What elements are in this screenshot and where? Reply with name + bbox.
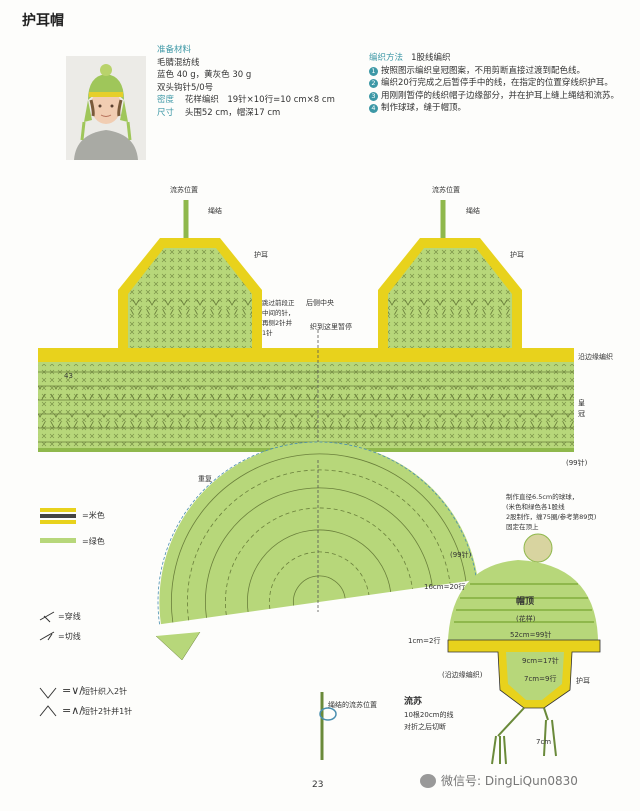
- method-heading: 编织方法: [369, 53, 404, 63]
- legend-cut: =切线: [58, 632, 81, 641]
- skip-note-line: 再侧2针并: [262, 319, 293, 327]
- earflap-right: [378, 200, 522, 348]
- tassel-pos-right: 流苏位置: [432, 186, 460, 194]
- tassel-knot-illustration: [319, 692, 337, 760]
- pompom-line: 制作直径6.5cm的球球，: [506, 493, 579, 501]
- earflap-left: [118, 200, 262, 348]
- hat-depth: 16cm=20行: [424, 583, 466, 591]
- row-43: 43: [64, 372, 73, 380]
- page-number: 23: [312, 780, 324, 790]
- back-center-label: 后侧中央: [306, 299, 334, 307]
- edge-knit-label: 沿边缘编织: [578, 353, 613, 361]
- hat-pattern: (花样): [516, 615, 536, 623]
- crown-label-char: 皇: [578, 399, 585, 407]
- step-text: 用刚刚暂停的线织帽子边缘部分，并在护耳上缝上绳结和流苏。: [381, 90, 620, 101]
- step-number: 2: [369, 79, 378, 89]
- step-number: 4: [369, 104, 378, 114]
- watermark-text: 微信号: DingLiQun0830: [441, 774, 578, 788]
- legend-green: =绿色: [82, 537, 105, 546]
- hat-flap-h: 7cm=9行: [524, 675, 557, 683]
- tassel-heading: 流苏: [404, 697, 423, 707]
- pompom-line: 2股制作，缠75圈/参考第89页): [506, 513, 597, 521]
- legend-beige: =米色: [82, 511, 105, 520]
- tassel-line-2: 对折之后切断: [404, 723, 446, 731]
- skip-note-line: 中间的针，: [262, 309, 295, 317]
- skip-note-line: 跳过前段正: [262, 299, 295, 307]
- pause-here-label: 织到这里暂停: [310, 323, 352, 331]
- tassel-pos-left: 流苏位置: [170, 186, 198, 194]
- earflap-right-label: 护耳: [510, 251, 524, 259]
- crown-band: [38, 348, 574, 452]
- pompom-note: 制作直径6.5cm的球球， (米色和绿色各1股线 2股制作，缠75圈/参考第89…: [506, 492, 596, 532]
- legend-attach: =穿线: [58, 612, 81, 621]
- crown-side-label: 皇 冠: [578, 398, 585, 420]
- crown-chart: [155, 441, 478, 661]
- skip-note: 跳过前段正 中间的针， 再侧2针并 1针: [262, 298, 295, 338]
- materials-hook: 双头钩针5/0号: [157, 82, 214, 93]
- hat-tassel-len: 7cm: [536, 738, 552, 746]
- cord-right: 绳结: [466, 207, 480, 215]
- materials-heading: 准备材料: [157, 45, 192, 55]
- crown-label-char: 冠: [578, 410, 585, 418]
- step-text: 编织20行完成之后暂停手中的线，在指定的位置穿线织护耳。: [381, 78, 613, 89]
- materials-colors: 蓝色 40 g，黄灰色 30 g: [157, 70, 252, 81]
- pompom-line: (米色和绿色各1股线: [506, 503, 565, 511]
- hat-flap-w: 9cm=17针: [522, 657, 559, 665]
- step-text: 制作球球，缝于帽顶。: [381, 103, 467, 114]
- hat-earflap: 护耳: [576, 677, 590, 685]
- legend-dec: 短针2针并1针: [82, 707, 133, 716]
- density-value: 花样编织 19针×10行=10 cm×8 cm: [184, 95, 335, 106]
- tassel-line-1: 10根20cm的线: [404, 711, 454, 719]
- stitch-count-top: (99针): [566, 459, 588, 467]
- skip-note-line: 1针: [262, 329, 273, 337]
- watermark: 微信号: DingLiQun0830: [420, 772, 578, 789]
- legend-symbols: [39, 611, 57, 717]
- pompom-line: 固定在顶上: [506, 523, 539, 531]
- dec-symbol: =∧/: [62, 704, 83, 717]
- hat-diagram: [447, 533, 601, 765]
- method-heading-value: 1股线编织: [411, 53, 451, 63]
- inc-symbol: =∨/: [62, 684, 83, 697]
- earflap-left-label: 护耳: [254, 251, 268, 259]
- step-number: 3: [369, 91, 378, 101]
- legend-swatches: [40, 508, 76, 543]
- model-photo: [66, 56, 146, 160]
- wechat-icon: [420, 773, 436, 788]
- density-label: 密度: [157, 95, 175, 106]
- size-label: 尺寸: [157, 107, 175, 118]
- cord-left: 绳结: [208, 207, 222, 215]
- hat-circ: 52cm=99针: [510, 631, 552, 639]
- legend-inc: 短针织入2针: [82, 687, 128, 696]
- materials-yarn: 毛腈混纺线: [157, 57, 200, 68]
- hat-edge: (沿边缘编织): [442, 671, 483, 679]
- stitch-count-crown: (99针): [450, 551, 472, 559]
- hat-rim: 1cm=2行: [408, 637, 441, 645]
- step-text: 按照图示编织皇冠图案，不用剪断直接过渡到配色线。: [381, 65, 586, 76]
- repeat-label: 重复: [198, 475, 212, 483]
- hat-crown-label: 帽顶: [516, 597, 535, 607]
- materials-block: 准备材料 毛腈混纺线 蓝色 40 g，黄灰色 30 g 双头钩针5/0号 密度 …: [157, 44, 335, 120]
- page-title: 护耳帽: [22, 13, 64, 29]
- step-number: 1: [369, 66, 378, 76]
- size-value: 头围52 cm，帽深17 cm: [184, 107, 281, 118]
- cord-tassel-label: 绳结的流苏位置: [328, 701, 377, 709]
